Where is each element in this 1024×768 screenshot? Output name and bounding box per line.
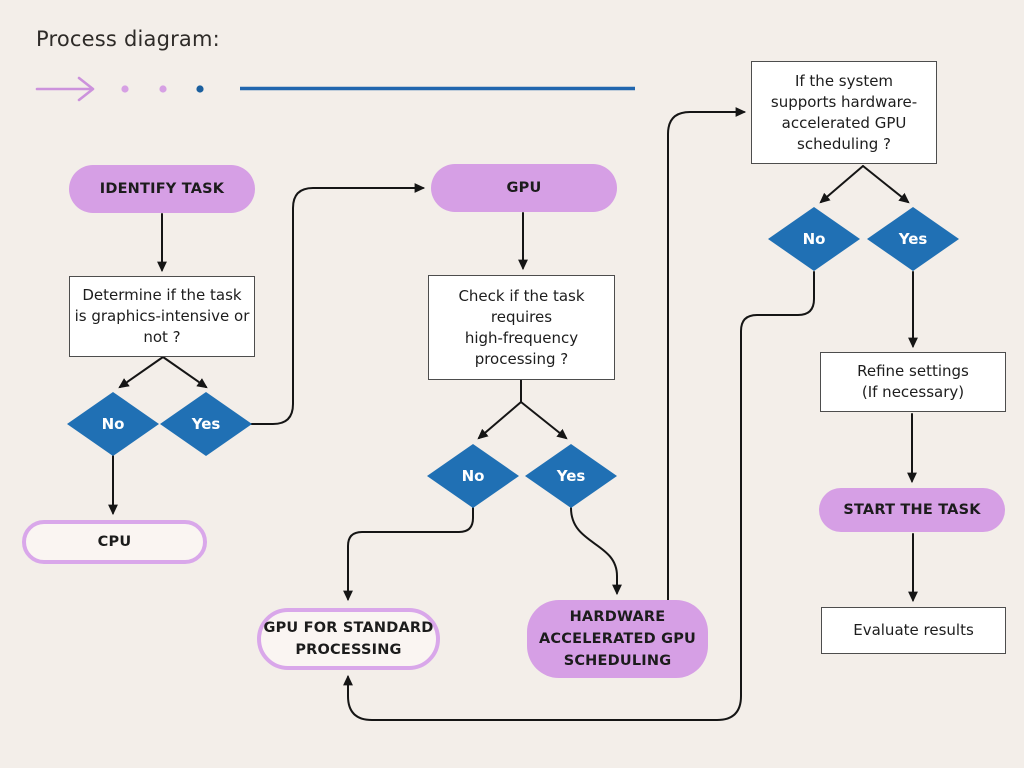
node-gpu: GPU — [431, 164, 617, 212]
node-supports-question: If the system supports hardware- acceler… — [751, 61, 937, 164]
edge-no3-loop-to-gpu-standard — [343, 271, 815, 721]
edge-yes1-to-gpu — [250, 183, 426, 425]
node-evaluate-results: Evaluate results — [821, 607, 1006, 654]
edge-determine-to-no1 — [118, 356, 164, 389]
edge-hardware-to-supports — [667, 107, 747, 601]
page-title: Process diagram: — [36, 27, 220, 51]
edge-check-to-yes2 — [520, 401, 568, 440]
edge-supports-to-yes3 — [862, 165, 910, 204]
node-cpu: CPU — [22, 520, 207, 564]
dot-purple-icon — [121, 85, 129, 93]
edge-supports-to-no3 — [819, 165, 864, 204]
edge-determine-to-yes1 — [162, 356, 208, 389]
node-hardware-accelerated-scheduling: HARDWARE ACCELERATED GPU SCHEDULING — [527, 600, 708, 678]
edge-yes2-to-hardware — [570, 507, 622, 596]
dot-purple-icon — [159, 85, 167, 93]
node-identify-task: IDENTIFY TASK — [69, 165, 255, 213]
header-decoration — [35, 76, 635, 102]
node-check-question: Check if the task requires high-frequenc… — [428, 275, 615, 380]
dot-blue-icon — [196, 85, 204, 93]
arrow-right-icon — [35, 76, 95, 102]
node-start-task: START THE TASK — [819, 488, 1005, 532]
edge-no2-to-gpu-standard — [343, 507, 474, 602]
edge-check-to-no2 — [477, 401, 522, 440]
node-refine-settings: Refine settings (If necessary) — [820, 352, 1006, 412]
node-determine-question: Determine if the task is graphics-intens… — [69, 276, 255, 357]
node-gpu-standard-processing: GPU FOR STANDARD PROCESSING — [257, 608, 440, 670]
